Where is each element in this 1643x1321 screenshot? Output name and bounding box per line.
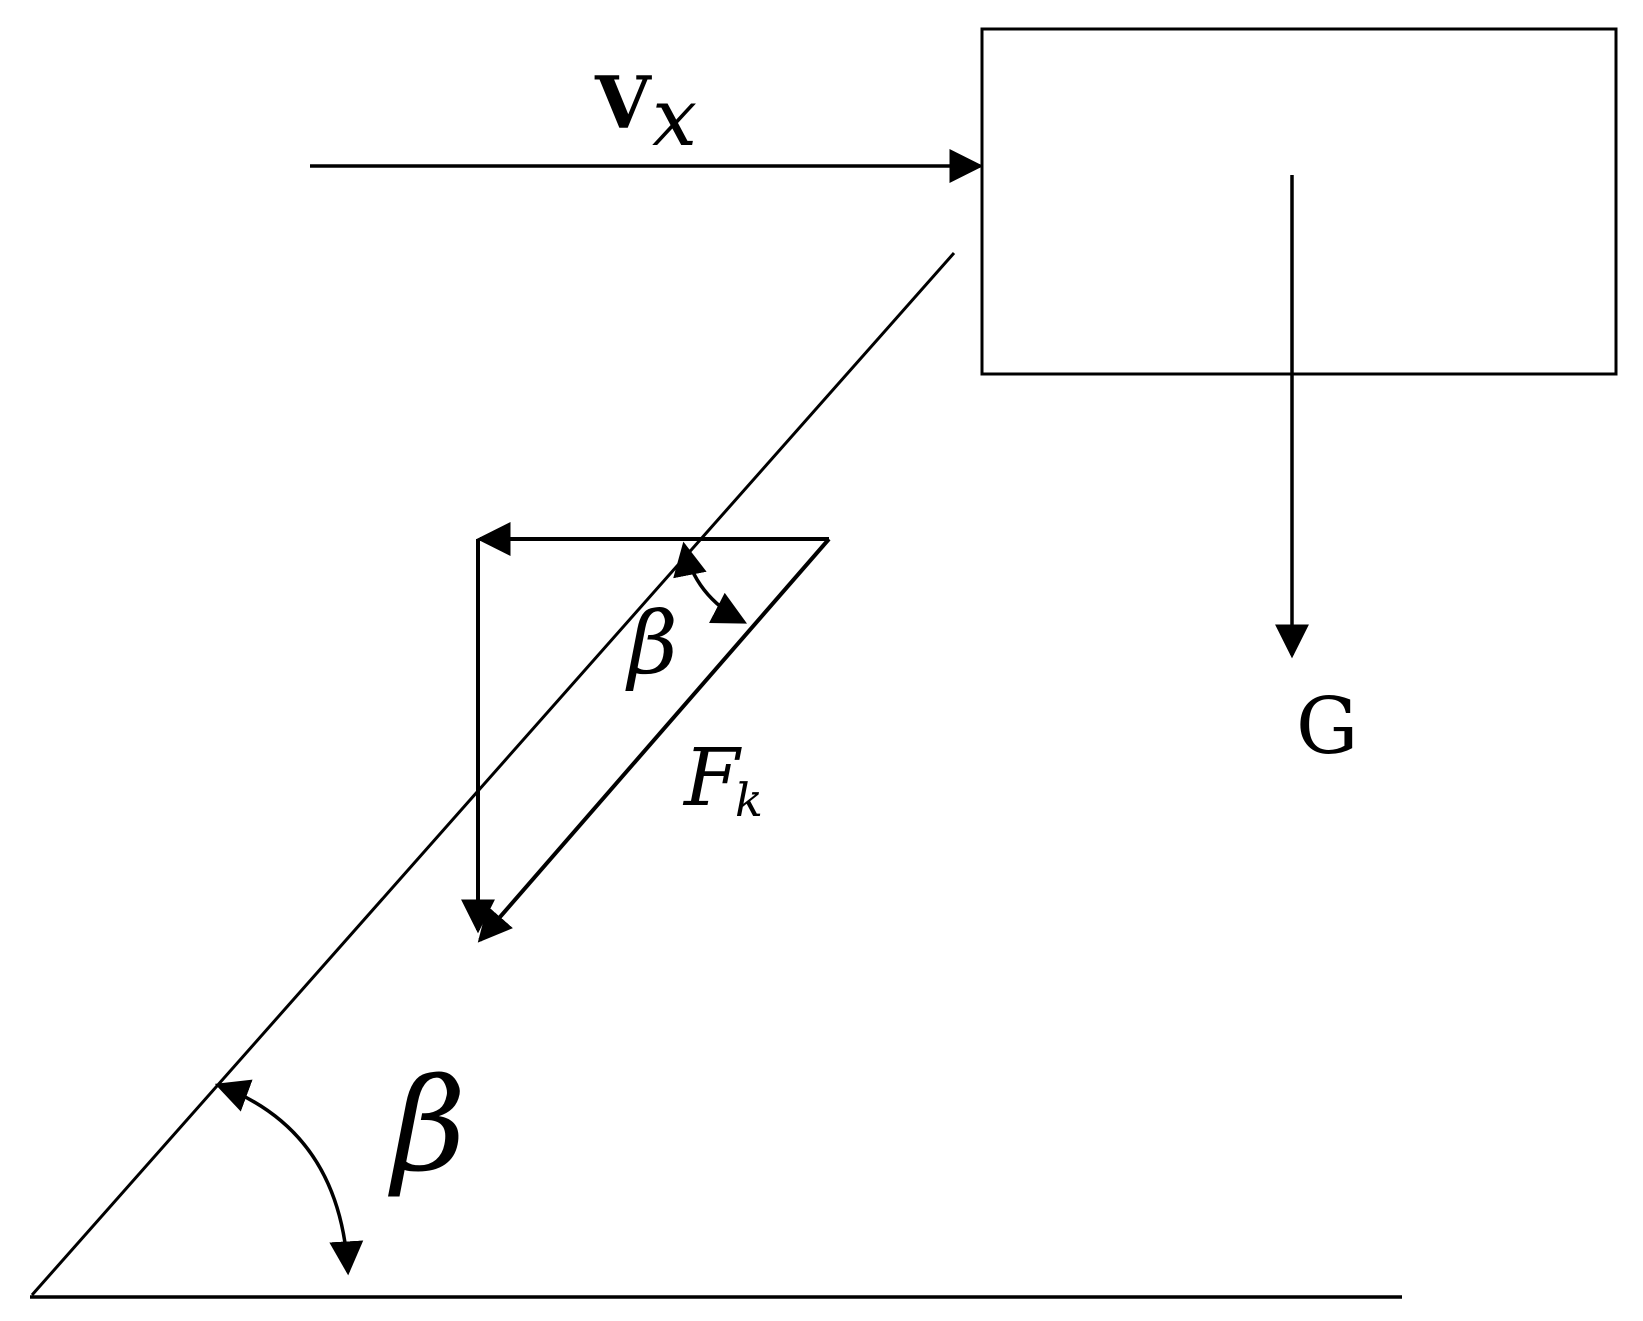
- velocity-label-main: V: [594, 60, 652, 145]
- velocity-label-subscript: x: [652, 71, 697, 164]
- upper-angle-label: β: [625, 594, 678, 694]
- upper-angle-arc: [673, 541, 748, 624]
- lower-angle-arc: [214, 1079, 364, 1276]
- lower-angle-label: β: [388, 1052, 466, 1201]
- inclined-line: [30, 252, 956, 1296]
- force-label-subscript: k: [735, 773, 763, 827]
- gravity-label: G: [1296, 682, 1358, 772]
- force-fk-arrow: [477, 537, 831, 943]
- body-rectangle: [980, 27, 1618, 376]
- force-label-main: F: [682, 731, 742, 824]
